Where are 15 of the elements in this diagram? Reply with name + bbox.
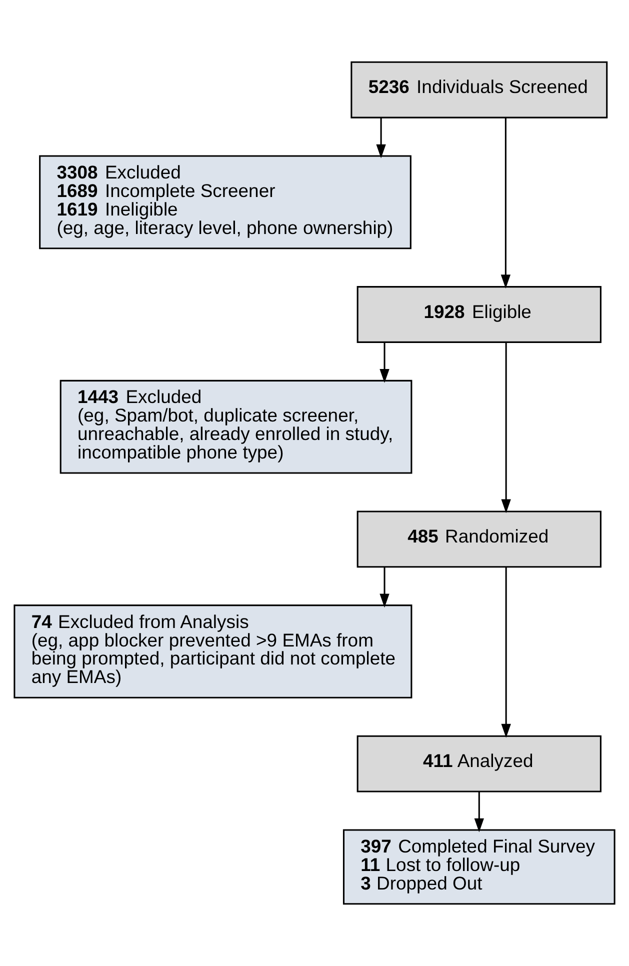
arrow	[376, 118, 386, 158]
arrow	[501, 567, 511, 738]
node-box: 485 Randomized	[356, 510, 602, 568]
arrow	[380, 566, 390, 608]
node-box: 5236 Individuals Screened	[350, 61, 608, 118]
node-box: 74 Excluded from Analysis (eg, app blocker prevented >9 EMAs from being prompted, participant did not complete any EMAs)	[14, 604, 412, 698]
arrow	[380, 342, 390, 383]
node-box: 411 Analyzed	[356, 735, 602, 792]
arrow	[500, 118, 511, 288]
arrow	[501, 342, 511, 514]
node-box: 1928 Eligible	[356, 286, 602, 343]
arrow	[474, 792, 484, 832]
node-box: 397 Completed Final Survey 11 Lost to follow-up 3 Dropped Out	[342, 829, 616, 905]
node-box: 1443 Excluded (eg, Spam/bot, duplicate screener, unreachable, already enrolled in study, incompatible phone type)	[60, 380, 412, 474]
node-box: 3308 Excluded 1689 Incomplete Screener 1619 Ineligible (eg, age, literacy level, phone ownership)	[39, 155, 412, 250]
